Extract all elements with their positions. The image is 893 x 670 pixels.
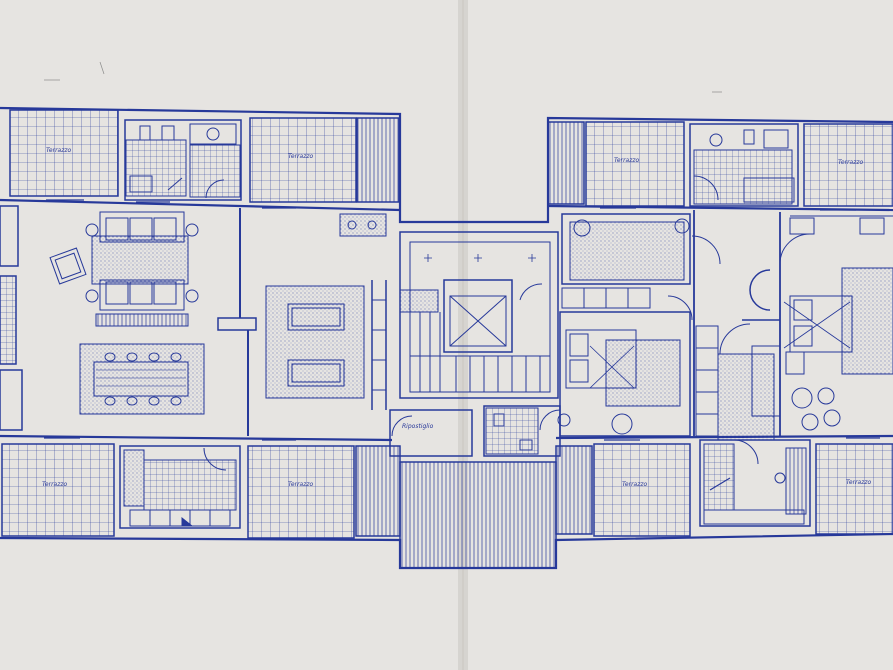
shower-icon (129, 175, 153, 193)
balcony-grille-bottom-left (355, 445, 401, 537)
lounge-left (265, 213, 387, 410)
sofa-icon (287, 359, 345, 387)
sofa-icon (99, 211, 185, 243)
storage-room: Ripostiglio (389, 409, 473, 457)
terrace-top-4: Terrazzo (803, 123, 893, 207)
bathroom-bottom-right (699, 439, 811, 527)
round-table-icon (611, 413, 633, 435)
living-room-left (49, 208, 257, 436)
terrace-top-2: Terrazzo (249, 117, 357, 203)
rug (91, 235, 189, 285)
toilet-icon (493, 413, 505, 427)
bathtub-icon (743, 177, 795, 203)
dining-table-icon (93, 361, 189, 397)
balcony-grille-top-left (356, 117, 400, 203)
entrance-grille (399, 461, 557, 569)
stair-icon (409, 310, 550, 392)
terrace-top-2-label: Terrazzo (288, 153, 314, 160)
terrace-bottom-4-label: Terrazzo (846, 479, 872, 486)
sofa-icon (99, 279, 185, 311)
rug (569, 221, 685, 281)
terrace-top-1-label: Terrazzo (46, 147, 72, 154)
bathroom-top-left (124, 119, 242, 201)
round-table-icon (791, 387, 813, 409)
stair-core (399, 231, 559, 399)
hallway-right (667, 210, 781, 441)
sink-icon (139, 125, 151, 141)
wall-openings (44, 199, 880, 441)
terrace-top-3: Terrazzo (585, 121, 685, 207)
rug (841, 267, 893, 375)
terrace-top-3-label: Terrazzo (614, 157, 640, 164)
rug (605, 339, 681, 407)
terrace-bottom-2: Terrazzo (247, 445, 355, 539)
bathroom-top-right (689, 123, 799, 207)
left-edge-walls (0, 205, 23, 431)
terrace-top-4-label: Terrazzo (838, 159, 864, 166)
bathtub-icon (189, 123, 237, 145)
storage-label: Ripostiglio (402, 423, 434, 430)
paper-marks (44, 61, 722, 93)
terrace-bottom-2-label: Terrazzo (288, 481, 314, 488)
balcony-grille-top-right (547, 121, 585, 205)
terrace-bottom-3: Terrazzo (593, 443, 691, 537)
toilet-icon (743, 129, 755, 145)
elevator-icon (449, 295, 507, 347)
terrace-bottom-1: Terrazzo (1, 443, 115, 537)
bedroom-right-1 (561, 213, 721, 309)
bidet-icon (763, 129, 789, 149)
rug (79, 343, 205, 415)
balcony-grille-bottom-right (555, 445, 593, 535)
bedroom-right-3 (749, 212, 893, 436)
terrace-bottom-3-label: Terrazzo (622, 481, 648, 488)
terrace-top-1: Terrazzo (9, 109, 119, 197)
armchair-icon (49, 247, 87, 285)
planter-icon (399, 289, 439, 313)
terrace-bottom-1-label: Terrazzo (42, 481, 68, 488)
double-bed-icon (565, 329, 637, 389)
planter-icon (339, 213, 387, 237)
toilet-icon (161, 125, 175, 141)
bedroom-right-2 (557, 311, 691, 437)
bathroom-bottom-left (119, 445, 241, 529)
terrace-bottom-4: Terrazzo (815, 443, 893, 535)
sink-icon (709, 133, 723, 147)
sofa-icon (287, 303, 345, 331)
double-bed-icon (789, 295, 853, 353)
rug (265, 285, 365, 399)
sink-icon (519, 439, 533, 451)
